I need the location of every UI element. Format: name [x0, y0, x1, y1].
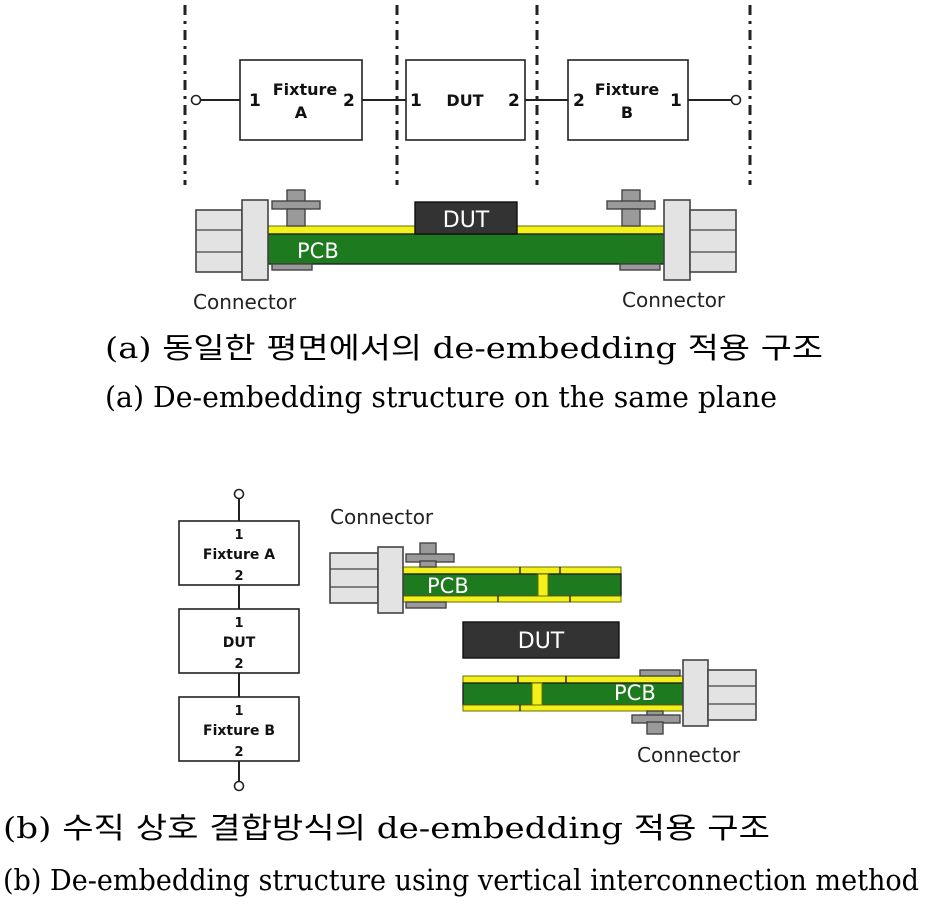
- block-name: Fixture B: [203, 723, 275, 739]
- connector-left: [195, 189, 321, 281]
- caption-english: (b) De-embedding structure using vertica…: [3, 863, 919, 897]
- port-terminal: [233, 488, 245, 500]
- port-number: 1: [410, 91, 422, 111]
- port-number: 2: [508, 91, 520, 111]
- block-fixture-a: 1 Fixture A 2: [178, 520, 300, 586]
- connector-label: Connector: [622, 288, 726, 312]
- port-number: 2: [234, 657, 243, 672]
- block-fixture-a: Fixture A 1 2: [239, 59, 363, 141]
- structure-b: Connector PCB DUT: [329, 505, 757, 767]
- block-name: B: [621, 103, 633, 122]
- caption-korean: (a) 동일한 평면에서의 de-embedding 적용 구조: [105, 331, 823, 365]
- block-name: Fixture: [273, 80, 338, 99]
- port-number: 2: [573, 91, 585, 111]
- dut-label: DUT: [518, 629, 565, 654]
- caption-korean: (b) 수직 상호 결합방식의 de-embedding 적용 구조: [3, 811, 770, 845]
- block-name: DUT: [223, 635, 256, 651]
- dut-label: DUT: [443, 208, 490, 233]
- block-fixture-b: 1 Fixture B 2: [178, 696, 300, 762]
- block-dut: 1 DUT 2: [178, 608, 300, 674]
- connector-label: Connector: [330, 505, 434, 529]
- pcb-label: PCB: [297, 239, 339, 263]
- port-number: 1: [234, 616, 243, 631]
- port-number: 1: [249, 91, 261, 111]
- dut-chip: [414, 201, 518, 235]
- copper-trace: [402, 566, 622, 575]
- dut-chip: [462, 621, 620, 659]
- block-name: Fixture A: [203, 547, 275, 563]
- block-dut: DUT 1 2: [405, 59, 526, 141]
- caption-english: (a) De-embedding structure on the same p…: [105, 380, 777, 414]
- pcb-label: PCB: [614, 681, 656, 705]
- connector-label: Connector: [637, 743, 741, 767]
- connector-right: [606, 189, 737, 281]
- port-number: 2: [234, 569, 243, 584]
- connector-label: Connector: [193, 290, 297, 314]
- port-number: 2: [234, 745, 243, 760]
- via: [531, 682, 543, 706]
- block-name: Fixture: [595, 80, 660, 99]
- pcb-label: PCB: [427, 574, 469, 598]
- structure-a: PCB DUT Connector Connector: [193, 189, 737, 314]
- via: [537, 573, 549, 597]
- port-terminal: [730, 94, 742, 106]
- port-terminal: [190, 94, 202, 106]
- schematic-a: Fixture A 1 2 DUT 1 2 Fixture B 2 1: [183, 5, 752, 185]
- connector-bottom: [631, 659, 757, 735]
- port-terminal: [233, 780, 245, 792]
- port-number: 1: [234, 704, 243, 719]
- connector-top: [329, 542, 455, 614]
- block-name: A: [295, 103, 308, 122]
- copper-trace: [462, 704, 684, 712]
- port-number: 2: [343, 91, 355, 111]
- block-name: DUT: [446, 91, 483, 110]
- port-number: 1: [670, 91, 682, 111]
- block-fixture-b: Fixture B 2 1: [567, 59, 689, 141]
- port-number: 1: [234, 528, 243, 543]
- schematic-b: 1 Fixture A 2 1 DUT 2 1 Fixture B 2: [178, 488, 300, 792]
